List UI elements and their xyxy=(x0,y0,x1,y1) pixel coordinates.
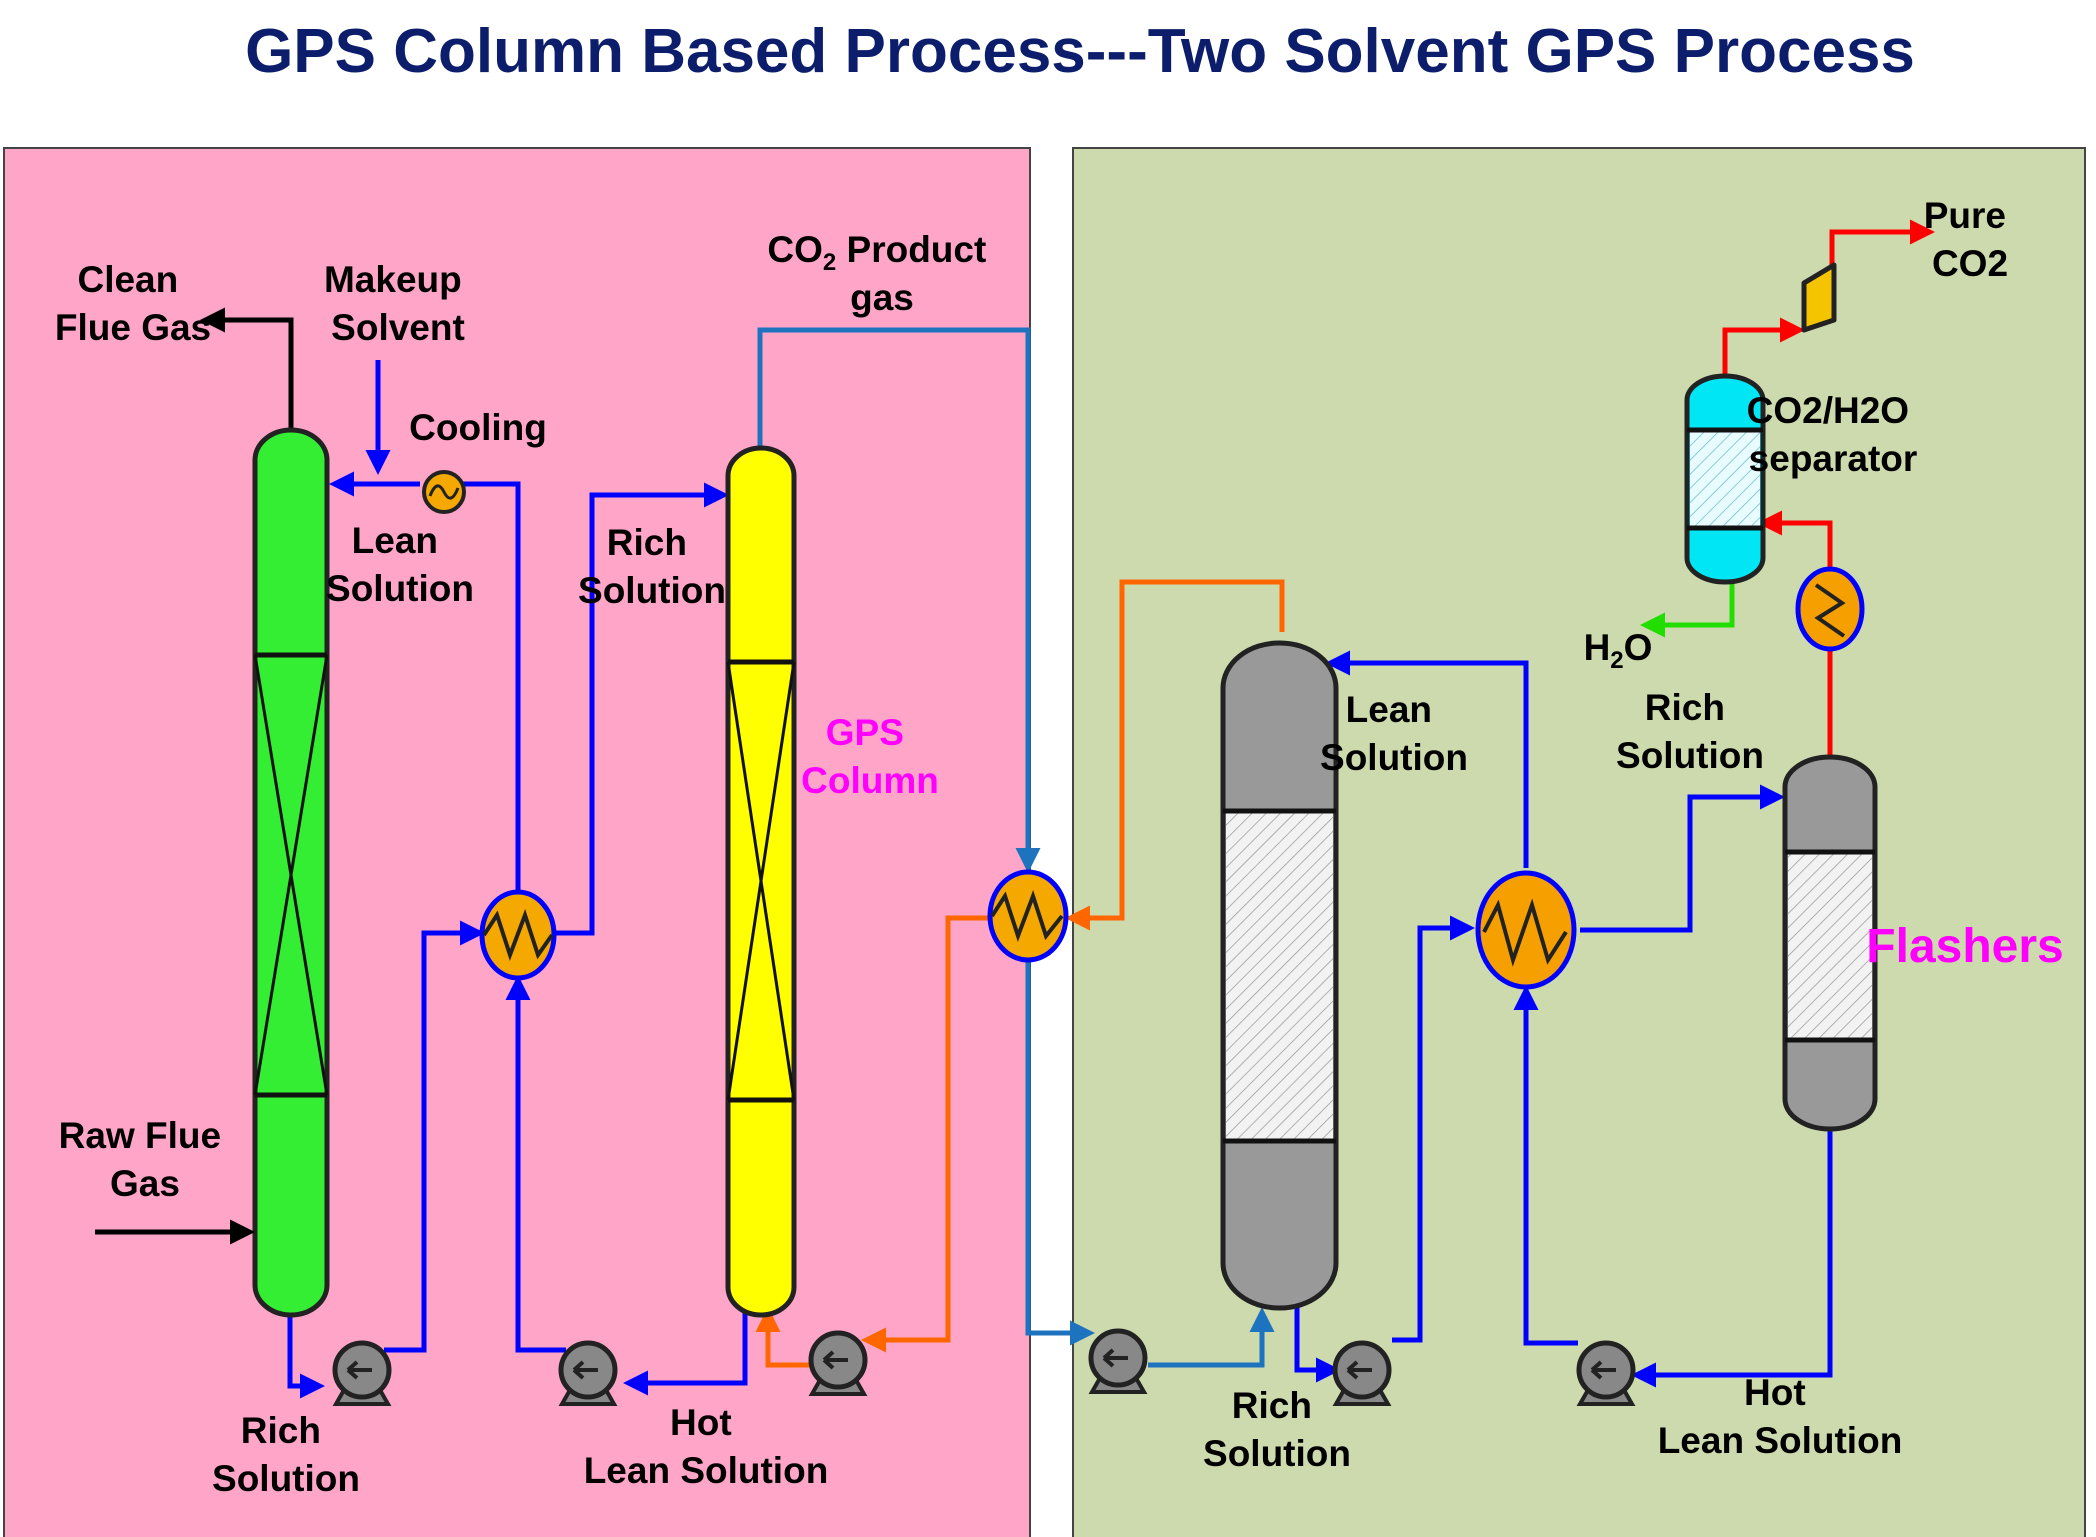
compressor-to-product-line xyxy=(1829,219,1935,276)
stripper-overhead-line xyxy=(1065,579,1285,931)
gps-column xyxy=(725,445,797,1318)
hx3-to-flasher-line xyxy=(1580,784,1785,933)
rich-solution-label-bottom-right: Rich Solution xyxy=(1203,1385,1351,1474)
pump-icon xyxy=(808,1330,868,1396)
rich-solution-label-bottom: Rich Solution xyxy=(212,1410,360,1499)
hot-lean-solution-label-right: Hot Lean Solution xyxy=(1658,1372,1903,1461)
water-outlet-line xyxy=(1640,580,1735,638)
hot-lean-solution-label-left: Hot Lean Solution xyxy=(584,1402,829,1491)
cooler-icon xyxy=(422,470,466,514)
compressor-icon xyxy=(1801,262,1837,333)
lean-solution-label-right: Lean Solution xyxy=(1320,689,1468,778)
flasher-bottom-line xyxy=(1631,1127,1833,1388)
clean-flue-gas-line xyxy=(200,307,294,430)
page-title: GPS Column Based Process---Two Solvent G… xyxy=(245,17,1915,86)
pump-icon xyxy=(558,1340,618,1406)
pump4-to-stripper-line xyxy=(1148,1307,1275,1368)
orange-return-line xyxy=(861,915,990,1353)
co2-h2o-separator xyxy=(1684,373,1766,585)
makeup-solvent-label: Makeup Solvent xyxy=(324,259,472,348)
cooler-icon xyxy=(1795,566,1865,652)
lean-solution-label-left: Lean Solution xyxy=(326,520,474,609)
raw-flue-gas-label: Raw Flue Gas xyxy=(59,1115,232,1204)
separator-label: CO2/H2O separator xyxy=(1747,390,1920,479)
heat-exchanger-icon xyxy=(987,869,1069,963)
pump-icon xyxy=(1088,1328,1148,1394)
pump-icon xyxy=(332,1340,392,1406)
pump1-to-hx-line xyxy=(384,920,485,1353)
cooler-to-separator-line xyxy=(1757,510,1833,568)
gps-bottom-line xyxy=(623,1313,748,1396)
separator-to-compressor-line xyxy=(1722,317,1805,378)
rich-solution-label-right: Rich Solution xyxy=(1616,687,1764,776)
absorber-column xyxy=(252,427,330,1318)
pump6-to-hx3-line xyxy=(1513,985,1578,1346)
heat-exchanger-icon xyxy=(479,889,557,981)
co2-product-line xyxy=(757,327,1041,873)
pure-co2-label: Pure CO2 xyxy=(1924,195,2017,284)
pump5-to-hx3-line xyxy=(1392,915,1475,1343)
lean-solution-line-right xyxy=(1325,650,1529,868)
water-label: H2O xyxy=(1584,627,1653,674)
clean-flue-gas-label: Clean Flue Gas xyxy=(55,259,211,348)
hx2-to-pump4-line xyxy=(1025,960,1095,1346)
cooling-label: Cooling xyxy=(409,407,547,448)
pump-icon xyxy=(1576,1340,1636,1406)
absorber-bottom-line xyxy=(287,1313,325,1399)
co2-product-gas-label: CO2 Product gas xyxy=(767,229,996,318)
gps-column-label: GPS Column xyxy=(801,712,939,801)
stripper-bottom-line xyxy=(1294,1305,1341,1383)
pump-icon xyxy=(1332,1340,1392,1406)
pump2-to-hx-line xyxy=(505,975,566,1353)
orange-to-gps-line xyxy=(755,1307,812,1368)
rich-solution-to-gps xyxy=(555,482,729,936)
stripper-column xyxy=(1220,640,1339,1311)
rich-solution-label-mid: Rich Solution xyxy=(578,522,726,611)
lean-solution-line-left xyxy=(460,481,521,896)
heat-exchanger-icon xyxy=(1475,870,1577,990)
flashers-label: Flashers xyxy=(1866,920,2063,973)
flasher-vessel xyxy=(1782,754,1878,1132)
